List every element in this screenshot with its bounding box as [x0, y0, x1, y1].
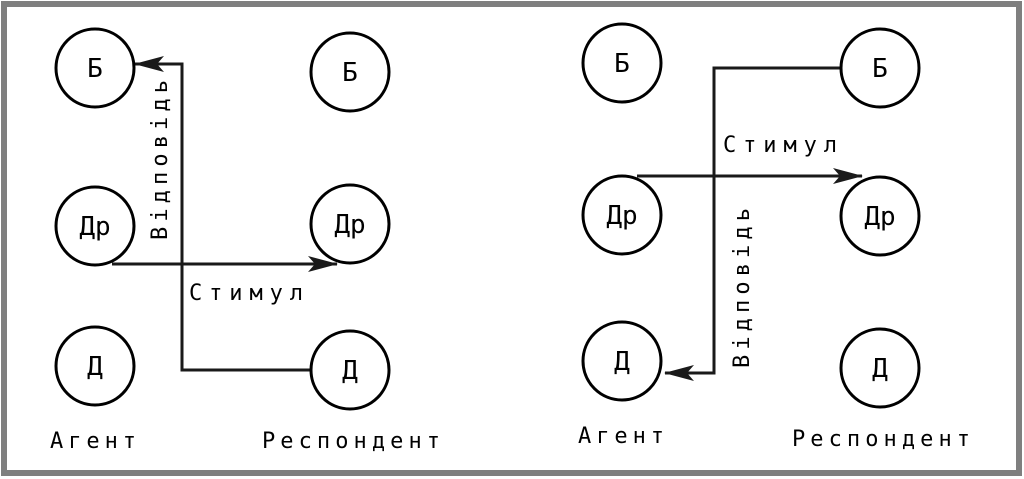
left-agent-parent: Б — [54, 27, 136, 109]
right-agent-child-label: Д — [614, 347, 630, 377]
right-agent-child: Д — [581, 320, 663, 402]
right-agent-parent-label: Б — [614, 49, 630, 79]
left-agent-adult: Др — [54, 185, 136, 267]
right-agent-adult: Др — [581, 174, 663, 256]
left-response-label: Відповідь — [148, 80, 173, 240]
left-respondent-child: Д — [309, 329, 391, 411]
right-agent-parent: Б — [581, 22, 663, 104]
left-respondent-parent: Б — [309, 31, 391, 113]
left-agent-parent-label: Б — [87, 54, 103, 84]
left-respondent-parent-label: Б — [342, 58, 358, 88]
left-respondent-adult: Др — [309, 183, 391, 265]
right-respondent-child: Д — [839, 327, 921, 409]
right-response-arrow — [664, 66, 844, 381]
left-agent-caption: Агент — [50, 429, 136, 454]
right-response-label: Відповідь — [730, 208, 755, 368]
left-respondent-adult-label: Др — [334, 210, 365, 240]
right-respondent-parent: Б — [839, 27, 921, 109]
right-agent-caption: Агент — [578, 424, 664, 449]
right-respondent-parent-label: Б — [872, 54, 888, 84]
right-respondent-adult-label: Др — [864, 202, 895, 232]
left-agent-child-label: Д — [87, 352, 103, 382]
left-agent-child: Д — [54, 325, 136, 407]
right-respondent-child-label: Д — [872, 354, 888, 384]
left-agent-adult-label: Др — [79, 212, 110, 242]
right-agent-adult-label: Др — [606, 201, 637, 231]
left-respondent-child-label: Д — [342, 356, 358, 386]
right-respondent-adult: Др — [839, 175, 921, 257]
left-response-arrow — [134, 56, 312, 372]
